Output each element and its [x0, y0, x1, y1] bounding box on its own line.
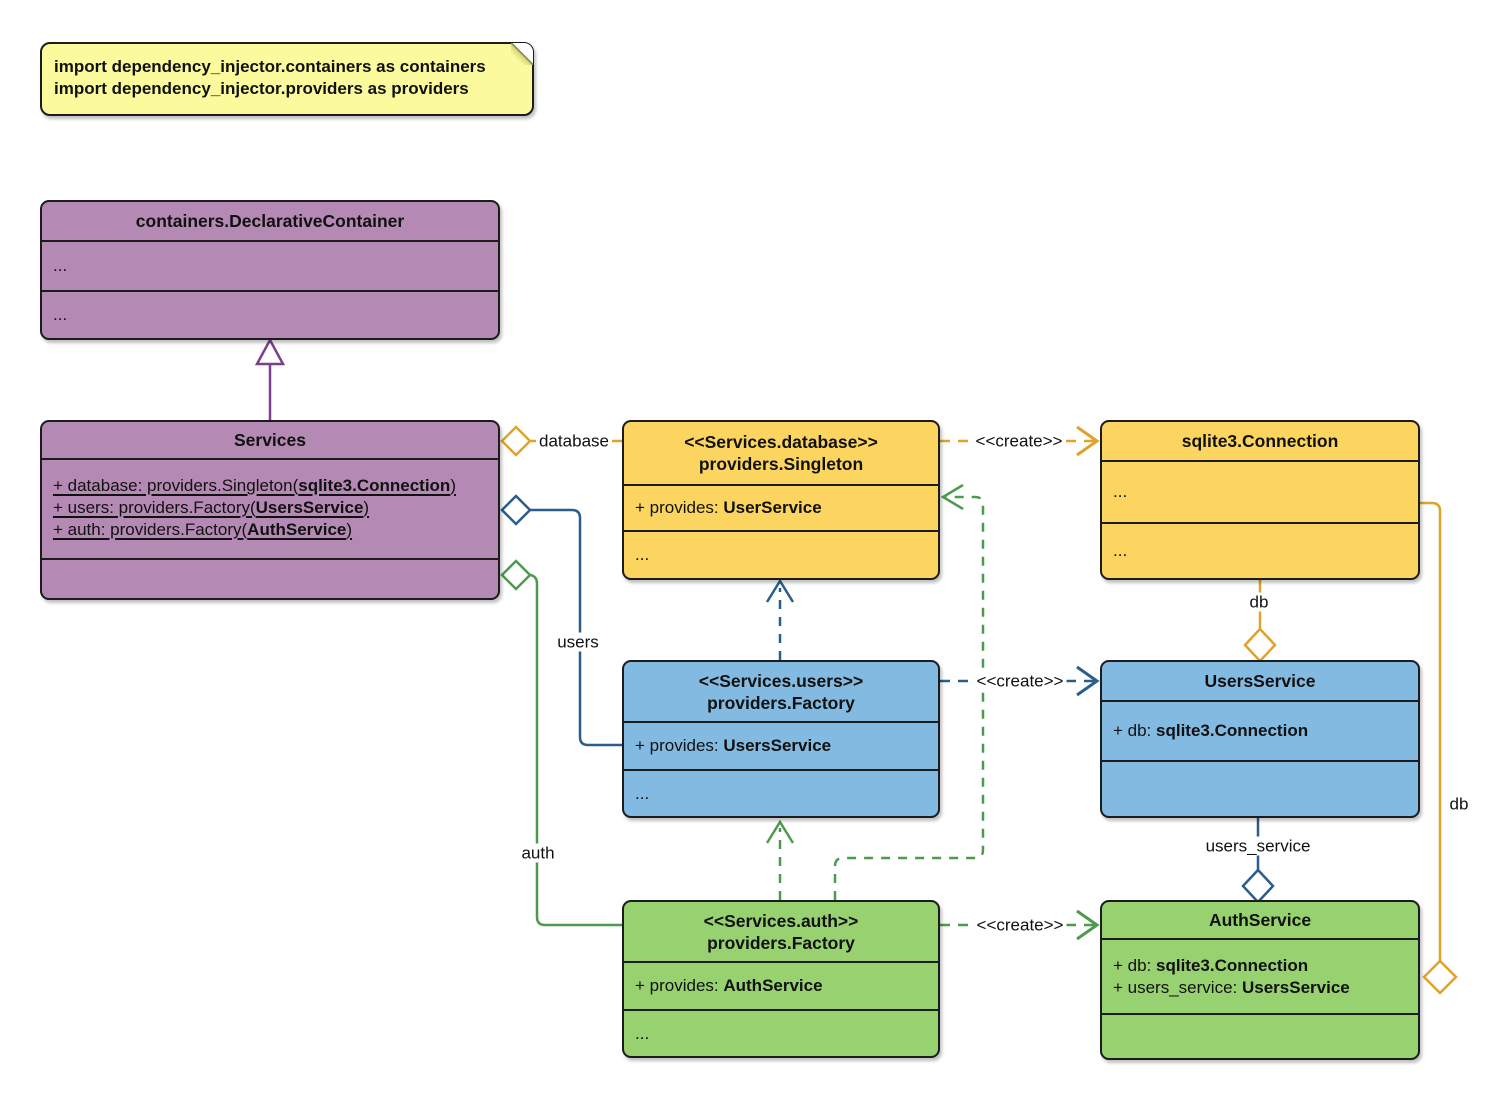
- database-aggregation-diamond-icon: [500, 425, 532, 457]
- class-title: containers.DeclarativeContainer: [135, 211, 405, 231]
- edge-label-users: users: [554, 632, 602, 652]
- class-auth-factory: <<Services.auth>> providers.Factory + pr…: [622, 900, 940, 1058]
- create-bottom-arrow-icon: [1076, 909, 1100, 941]
- class-section: ...: [1102, 460, 1418, 522]
- users-aggregation-diamond-icon: [500, 494, 532, 526]
- edge-label-create-middle: <<create>>: [973, 671, 1067, 691]
- class-users-service: UsersService + db: sqlite3.Connection: [1100, 660, 1420, 818]
- class-title: AuthService: [1208, 910, 1312, 930]
- class-title: Services: [233, 430, 306, 450]
- class-empty-section: [42, 558, 498, 598]
- create-top-arrow-icon: [1076, 425, 1100, 457]
- auth-aggregation-diamond-icon: [500, 559, 532, 591]
- attribute: + provides: AuthService: [635, 976, 823, 995]
- attribute: + database: providers.Singleton(sqlite3.…: [53, 476, 456, 495]
- db-top-aggregation-diamond-icon: [1243, 627, 1277, 663]
- class-name: providers.Factory: [707, 692, 855, 713]
- attribute: + provides: UsersService: [635, 736, 832, 755]
- class-sqlite-connection: sqlite3.Connection ... ...: [1100, 420, 1420, 580]
- class-attributes-section: + db: sqlite3.Connection + users_service…: [1102, 938, 1418, 1013]
- note-fold-icon: [511, 43, 533, 65]
- class-title: <<Services.database>> providers.Singleto…: [624, 422, 938, 484]
- class-name: providers.Singleton: [698, 454, 864, 474]
- class-section: ...: [624, 530, 938, 578]
- class-attributes-section: + provides: UserService: [624, 484, 938, 530]
- class-section: ...: [624, 769, 938, 816]
- class-section: ...: [1102, 522, 1418, 578]
- class-empty-section: [1102, 760, 1418, 816]
- class-services: Services + database: providers.Singleton…: [40, 420, 500, 600]
- note-line: import dependency_injector.providers as …: [54, 79, 469, 98]
- class-declarative-container: containers.DeclarativeContainer ... ...: [40, 200, 500, 340]
- users-factory-dependency-arrow-icon: [765, 578, 795, 603]
- class-title: UsersService: [1204, 671, 1316, 691]
- class-attributes-section: + provides: UsersService: [624, 721, 938, 769]
- class-section: ...: [624, 1009, 938, 1056]
- attribute: + provides: UserService: [635, 498, 822, 517]
- db-right-aggregation-line: [1420, 501, 1442, 961]
- class-users-factory: <<Services.users>> providers.Factory + p…: [622, 660, 940, 818]
- edge-label-db-right: db: [1446, 794, 1472, 814]
- class-title: <<Services.users>> providers.Factory: [624, 662, 938, 721]
- class-attributes-section: + db: sqlite3.Connection: [1102, 700, 1418, 760]
- attribute: + db: sqlite3.Connection: [1113, 955, 1309, 975]
- class-stereotype: <<Services.database>>: [684, 432, 878, 452]
- users-aggregation-line: [530, 508, 622, 747]
- edge-label-create-top: <<create>>: [972, 431, 1066, 451]
- users-service-aggregation-diamond-icon: [1241, 868, 1275, 904]
- class-stereotype: <<Services.users>>: [698, 670, 864, 691]
- class-attributes-section: + database: providers.Singleton(sqlite3.…: [42, 458, 498, 558]
- class-attributes-section: + provides: AuthService: [624, 961, 938, 1009]
- edge-label-users-service: users_service: [1202, 836, 1314, 856]
- inheritance-triangle-icon: [254, 337, 286, 366]
- auth-users-dependency-arrow-icon: [765, 819, 795, 844]
- attribute: + users: providers.Factory(UsersService): [53, 498, 370, 517]
- class-title: sqlite3.Connection: [1181, 431, 1339, 451]
- edge-label-database: database: [536, 431, 612, 451]
- class-stereotype: <<Services.auth>>: [703, 910, 859, 931]
- import-note: import dependency_injector.containers as…: [40, 42, 534, 116]
- edge-label-create-bottom: <<create>>: [973, 915, 1067, 935]
- edge-label-db-top: db: [1246, 592, 1272, 612]
- note-line: import dependency_injector.containers as…: [54, 57, 486, 76]
- attribute: + db: sqlite3.Connection: [1113, 721, 1309, 740]
- class-name: providers.Factory: [707, 932, 855, 953]
- class-auth-service: AuthService + db: sqlite3.Connection + u…: [1100, 900, 1420, 1060]
- db-right-aggregation-diamond-icon: [1422, 959, 1458, 995]
- create-middle-arrow-icon: [1076, 665, 1100, 697]
- class-title: <<Services.auth>> providers.Factory: [624, 902, 938, 961]
- attribute: + users_service: UsersService: [1113, 977, 1350, 997]
- edge-label-auth: auth: [518, 843, 558, 863]
- class-singleton-provider: <<Services.database>> providers.Singleto…: [622, 420, 940, 580]
- auth-aggregation-line: [529, 573, 622, 927]
- class-section: ...: [42, 240, 498, 290]
- auth-singleton-dependency-arrow-icon: [940, 483, 964, 511]
- attribute: + auth: providers.Factory(AuthService): [53, 520, 353, 539]
- auth-singleton-dependency-line: [833, 495, 985, 900]
- class-section: ...: [42, 290, 498, 338]
- class-empty-section: [1102, 1013, 1418, 1058]
